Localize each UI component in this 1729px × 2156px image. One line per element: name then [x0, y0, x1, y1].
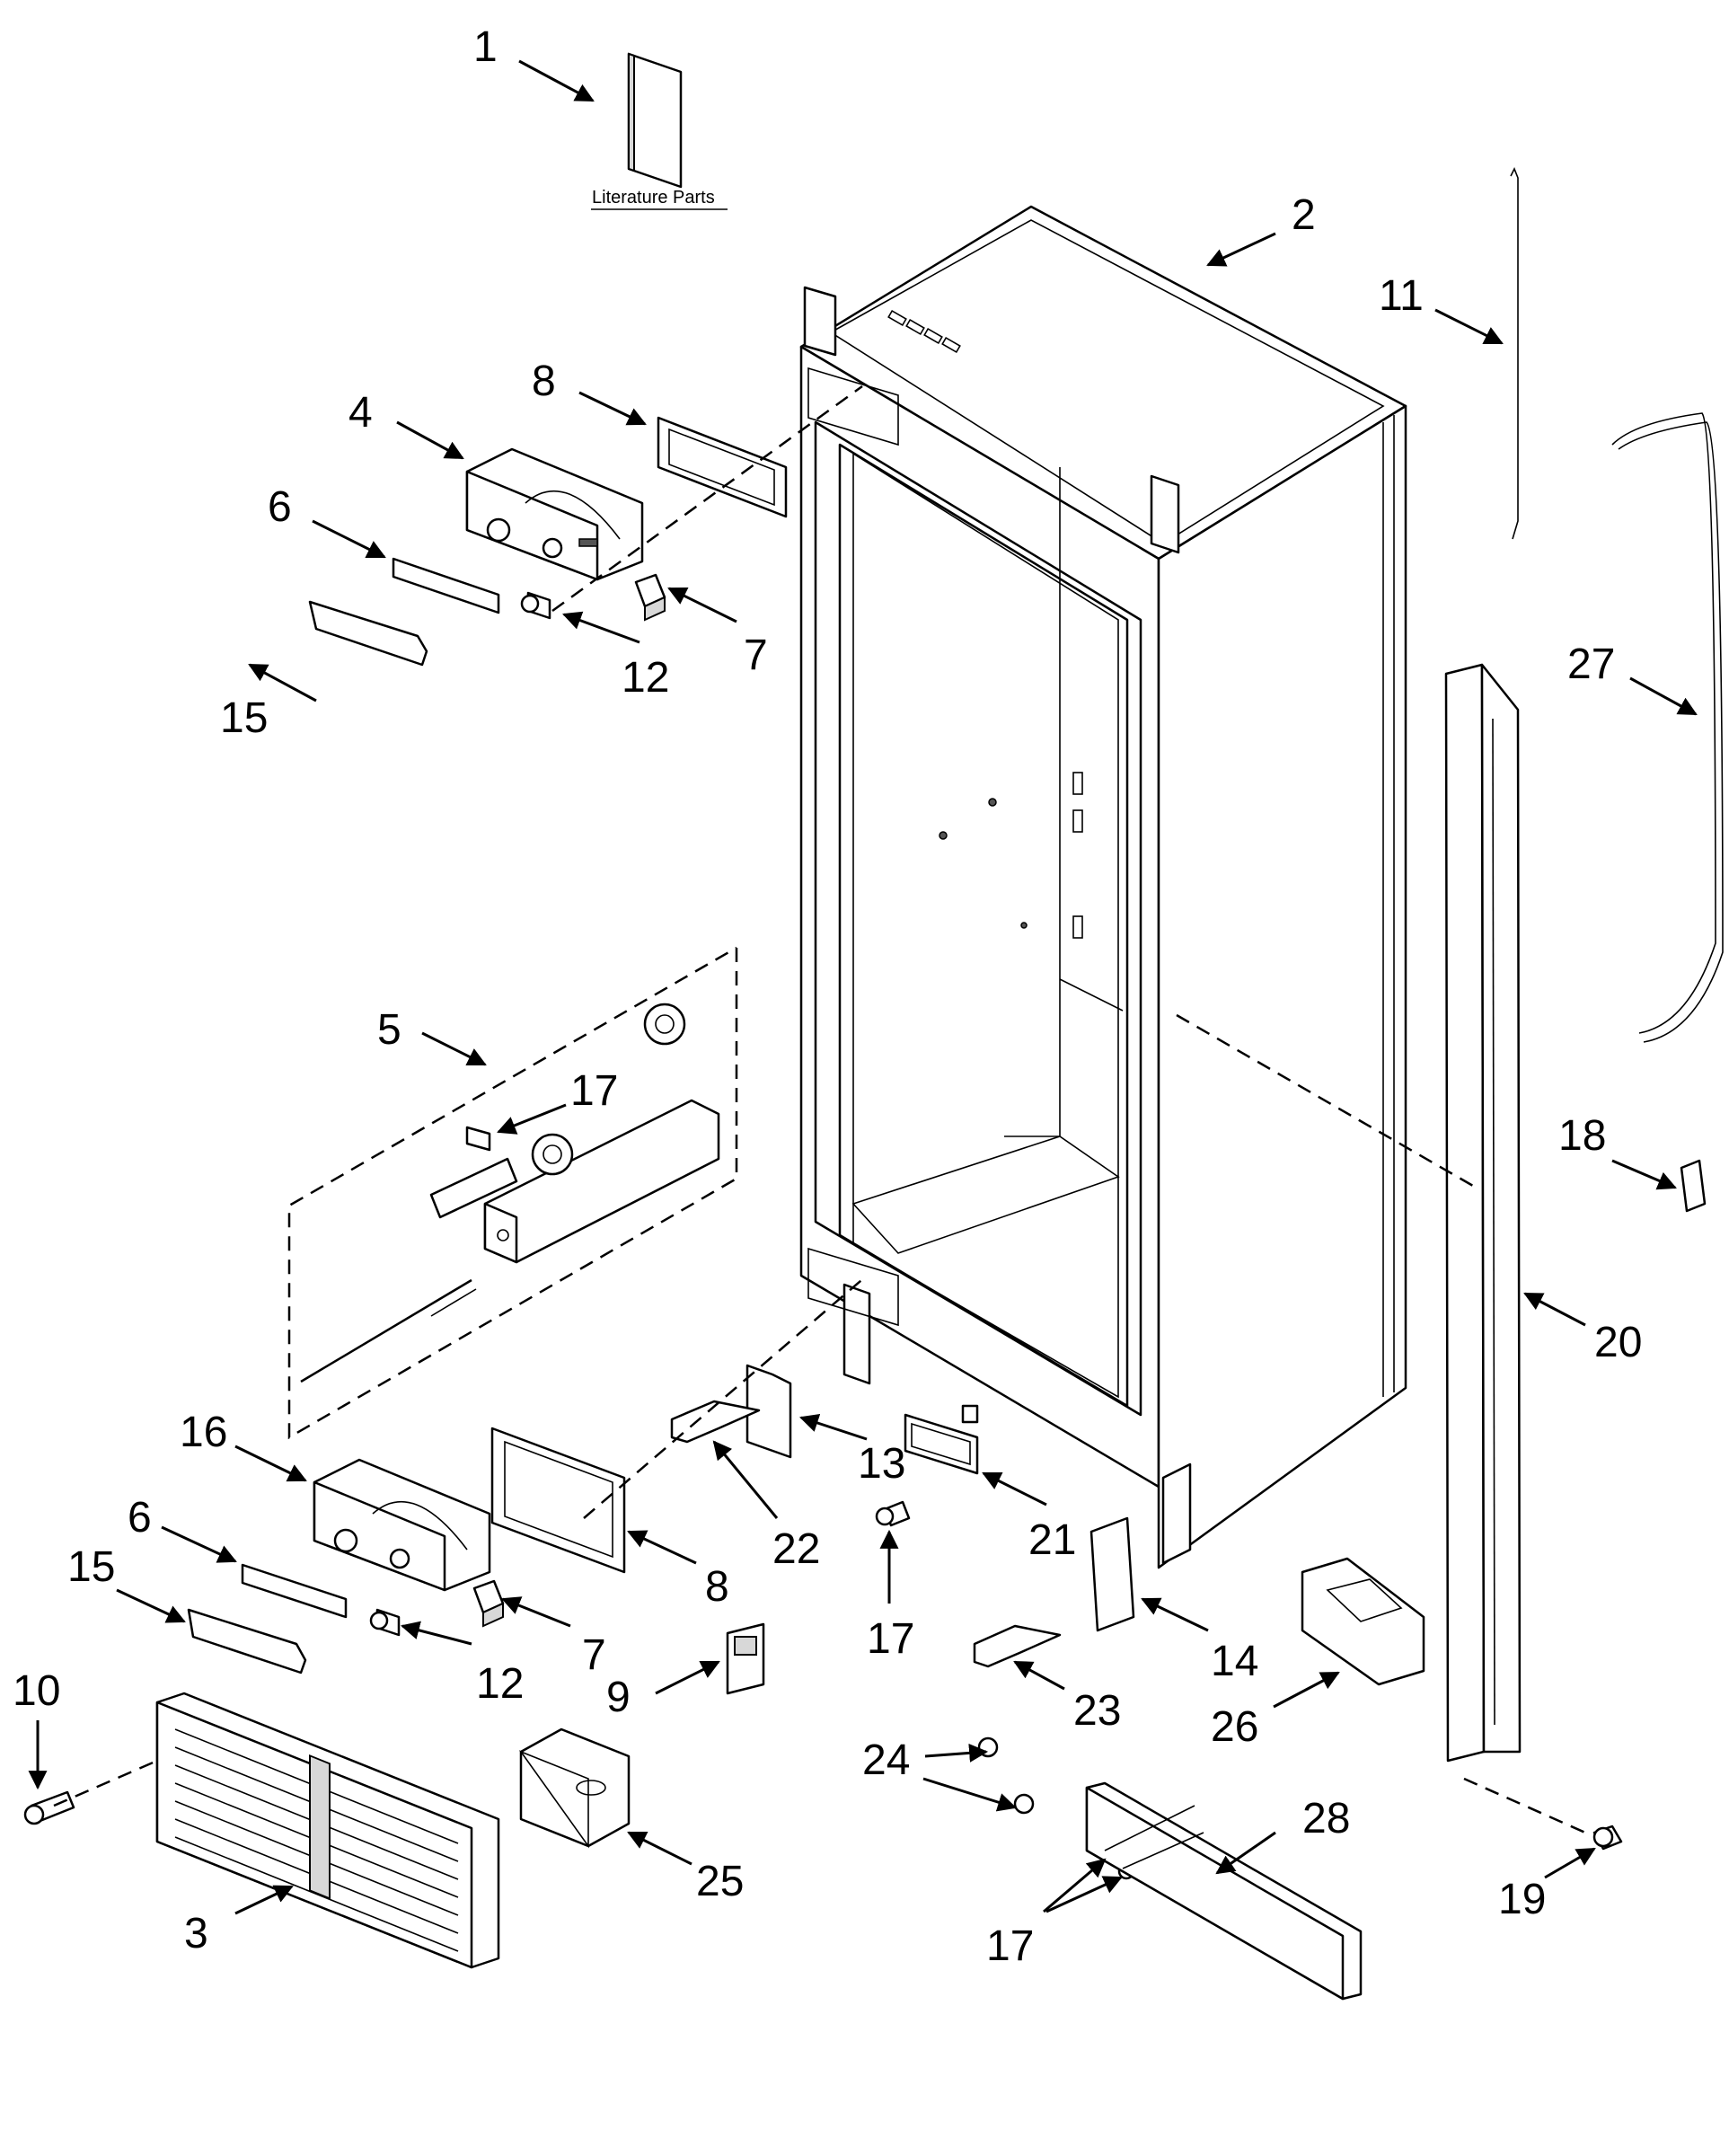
- side-trim-strip: [1444, 663, 1522, 1763]
- callout-15-lower: 15: [67, 1543, 115, 1591]
- callout-7-upper: 7: [744, 632, 768, 679]
- callout-6-upper: 6: [268, 483, 292, 531]
- callout-5: 5: [377, 1006, 401, 1054]
- door-closer-bracket: [745, 1364, 792, 1459]
- door-switch: [726, 1622, 765, 1695]
- thermistor-wire: [1510, 167, 1519, 540]
- callout-6-lower: 6: [128, 1494, 152, 1542]
- callout-16: 16: [180, 1409, 227, 1456]
- callout-27: 27: [1567, 641, 1615, 688]
- callout-9: 9: [606, 1674, 631, 1721]
- callout-24: 24: [862, 1736, 910, 1784]
- callout-3: 3: [184, 1910, 208, 1957]
- callout-13: 13: [858, 1440, 905, 1488]
- grille-screw: [23, 1790, 75, 1825]
- light-assembly: [904, 1404, 979, 1475]
- lower-right-bracket: [1089, 1516, 1135, 1632]
- lower-hinge-cover-frame: [490, 1427, 626, 1574]
- callout-4: 4: [348, 389, 373, 437]
- switch-mount-screw: [875, 1500, 911, 1527]
- callout-8-upper: 8: [532, 358, 556, 405]
- literature-booklet: Literature Parts: [591, 52, 728, 210]
- switch-cover: [518, 1727, 631, 1849]
- trim-screw: [1592, 1825, 1623, 1851]
- callout-14: 14: [1211, 1638, 1258, 1685]
- callout-labels: 1 2 3 4 5 6 6 7 7 8 8 9 10 11 12 12 13 1…: [13, 23, 1642, 1970]
- tube-clip: [1680, 1159, 1707, 1213]
- upper-hinge-cover: [308, 600, 428, 667]
- access-panel: [1085, 1781, 1363, 2001]
- short-bracket: [670, 1400, 761, 1444]
- lower-hinge-assembly: [313, 1458, 491, 1592]
- literature-parts-caption: Literature Parts: [592, 188, 715, 208]
- callout-22: 22: [772, 1525, 820, 1573]
- leader-arrows: [28, 59, 1698, 1915]
- callout-28: 28: [1302, 1795, 1350, 1842]
- callout-25: 25: [696, 1858, 744, 1905]
- upper-hinge-shim: [392, 557, 500, 614]
- callout-17-kit: 17: [570, 1067, 618, 1115]
- access-panel-screws: [977, 1736, 1035, 1815]
- lower-hinge-cover: [187, 1608, 307, 1674]
- lower-hinge-screw: [369, 1608, 401, 1637]
- hinge-kit-group: [287, 946, 738, 1440]
- upper-hinge-assembly: [465, 447, 644, 581]
- callout-8-lower: 8: [705, 1563, 729, 1611]
- callout-18: 18: [1558, 1112, 1606, 1160]
- angle-bracket: [973, 1624, 1062, 1668]
- kickplate-grille: [155, 1692, 500, 1969]
- callout-21: 21: [1028, 1516, 1076, 1564]
- callout-20: 20: [1594, 1319, 1642, 1366]
- callout-11: 11: [1379, 272, 1424, 320]
- callout-17-panel: 17: [986, 1922, 1034, 1970]
- callout-2: 2: [1292, 191, 1316, 239]
- callout-12-upper: 12: [622, 654, 669, 702]
- callout-17-front: 17: [867, 1615, 914, 1663]
- callout-10: 10: [13, 1667, 60, 1715]
- callout-19: 19: [1498, 1876, 1546, 1923]
- callout-1: 1: [473, 23, 498, 71]
- lower-hinge-shim: [241, 1563, 348, 1619]
- lower-hinge-clip: [472, 1579, 505, 1628]
- cabinet-shell: [799, 205, 1407, 1569]
- alignment-lines: [53, 384, 1586, 1869]
- callout-12-lower: 12: [476, 1660, 524, 1708]
- callout-26: 26: [1211, 1703, 1258, 1751]
- callout-23: 23: [1073, 1687, 1121, 1735]
- callout-7-lower: 7: [582, 1631, 606, 1679]
- upper-hinge-cover-frame: [657, 416, 788, 518]
- upper-hinge-screw: [520, 591, 551, 620]
- drain-tube: [1611, 412, 1724, 1043]
- upper-hinge-clip: [634, 573, 666, 622]
- callout-15-upper: 15: [220, 694, 268, 742]
- mounting-bracket: [1301, 1557, 1425, 1686]
